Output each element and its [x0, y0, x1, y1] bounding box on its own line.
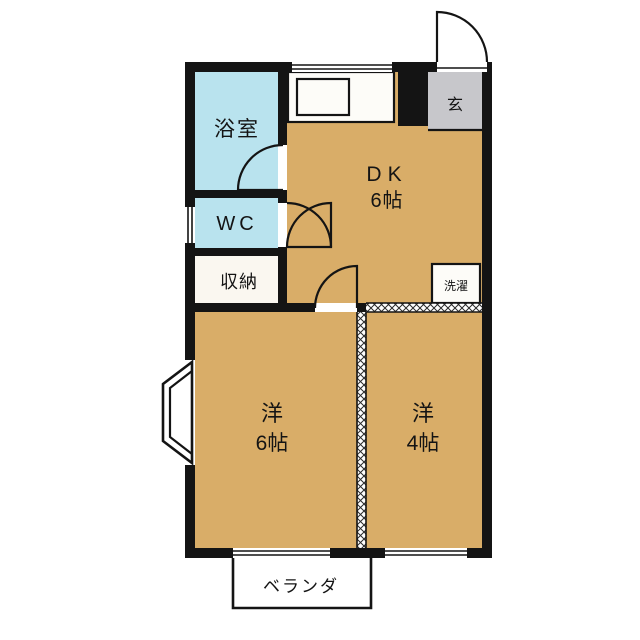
- west6-window: [233, 548, 330, 558]
- entrance-label: 玄: [447, 96, 463, 114]
- partition-dk-west4: [366, 303, 482, 312]
- wall-mid-horizontal: [195, 303, 315, 312]
- west4-window: [385, 548, 467, 558]
- west6-name-label: 洋: [261, 401, 283, 426]
- west4-name-label: 洋: [412, 401, 434, 426]
- dk-size-label: 6帖: [370, 189, 403, 212]
- hatched-partitions: [356, 302, 482, 548]
- room-door-opening: [315, 303, 357, 312]
- wall-bottom: [185, 548, 492, 558]
- room-labels: 浴室 WC 収納 DK 6帖 玄 洗濯 洋 6帖 洋 4帖 ベランダ: [214, 96, 468, 596]
- wc-door-opening: [278, 203, 287, 247]
- closet-label: 収納: [220, 272, 258, 292]
- bathroom-label: 浴室: [214, 118, 260, 141]
- wall-bath-wc: [195, 190, 287, 198]
- bay-window-inner: [168, 370, 193, 455]
- west6-size-label: 6帖: [256, 432, 289, 455]
- kitchen-window: [292, 62, 392, 72]
- closet-room: [195, 256, 287, 312]
- wet-rooms: [195, 72, 287, 256]
- bathroom-door-arc: [236, 143, 284, 192]
- bay-window-outer: [161, 359, 194, 466]
- entrance-cabinet: [398, 72, 428, 126]
- kitchen-sink: [295, 77, 351, 117]
- wc-label: WC: [216, 213, 257, 235]
- wall-left: [185, 62, 195, 558]
- entrance-door-arc: [435, 10, 489, 63]
- wall-junction: [357, 303, 366, 312]
- bathroom-room: [195, 72, 287, 198]
- entrance-floor: [428, 72, 482, 130]
- wall-right: [482, 62, 492, 558]
- west4-size-label: 4帖: [407, 432, 440, 455]
- laundry-label: 洗濯: [444, 279, 468, 293]
- veranda-outline: [231, 558, 373, 610]
- door-arcs: [236, 10, 489, 309]
- west4-door-arc: [313, 264, 359, 309]
- partition-west6-west4: [357, 312, 366, 548]
- wc-room: [195, 198, 287, 256]
- dk-door-arc: [285, 201, 333, 248]
- bay-window-opening: [185, 360, 195, 465]
- entrance-door-opening: [437, 62, 487, 72]
- bay-window: [161, 359, 195, 466]
- veranda-label: ベランダ: [263, 577, 339, 596]
- dk-name-label: DK: [366, 163, 407, 186]
- wc-window: [185, 207, 195, 243]
- wall-wc-closet: [195, 248, 287, 256]
- bathroom-door-opening: [278, 145, 287, 190]
- closet-area: [195, 256, 287, 312]
- windows: [185, 62, 467, 558]
- entrance-area: [428, 72, 482, 130]
